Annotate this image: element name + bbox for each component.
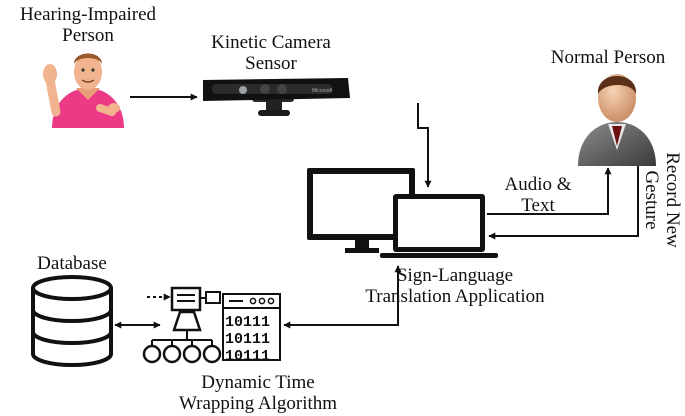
arrow-app-to-dtw <box>283 265 402 329</box>
dtw-binary-row-1: 10111 <box>225 314 270 331</box>
hearing-impaired-person-label: Hearing-Impaired Person <box>19 4 157 46</box>
record-new-gesture-label: Record New Gesture <box>641 152 683 248</box>
hearing-impaired-person-icon <box>43 53 124 128</box>
dtw-binary-row-2: 10111 <box>225 331 270 348</box>
database-icon <box>31 275 113 367</box>
arrow-normal-person-to-app <box>488 166 639 240</box>
dtw-algorithm-label: Dynamic Time Wrapping Algorithm <box>178 372 338 414</box>
kinetic-camera-label: Kinetic Camera Sensor <box>211 32 331 74</box>
audio-text-label: Audio & Text <box>504 174 572 216</box>
database-label: Database <box>37 253 107 274</box>
connector-arrows <box>114 93 639 329</box>
sign-language-app-label: Sign-Language Translation Application <box>365 265 545 307</box>
arrow-camera-to-app <box>417 103 432 188</box>
normal-person-icon <box>578 74 656 166</box>
kinect-brand-text: Microsoft <box>312 88 333 94</box>
kinect-camera-icon: Microsoft <box>203 78 350 116</box>
laptop-icon <box>380 194 498 258</box>
arrow-app-to-normal-person <box>487 167 612 215</box>
dtw-binary-row-3: 10111 <box>225 348 270 365</box>
dtw-algorithm-icon: 10111 10111 10111 <box>142 286 281 365</box>
normal-person-label: Normal Person <box>550 47 666 68</box>
